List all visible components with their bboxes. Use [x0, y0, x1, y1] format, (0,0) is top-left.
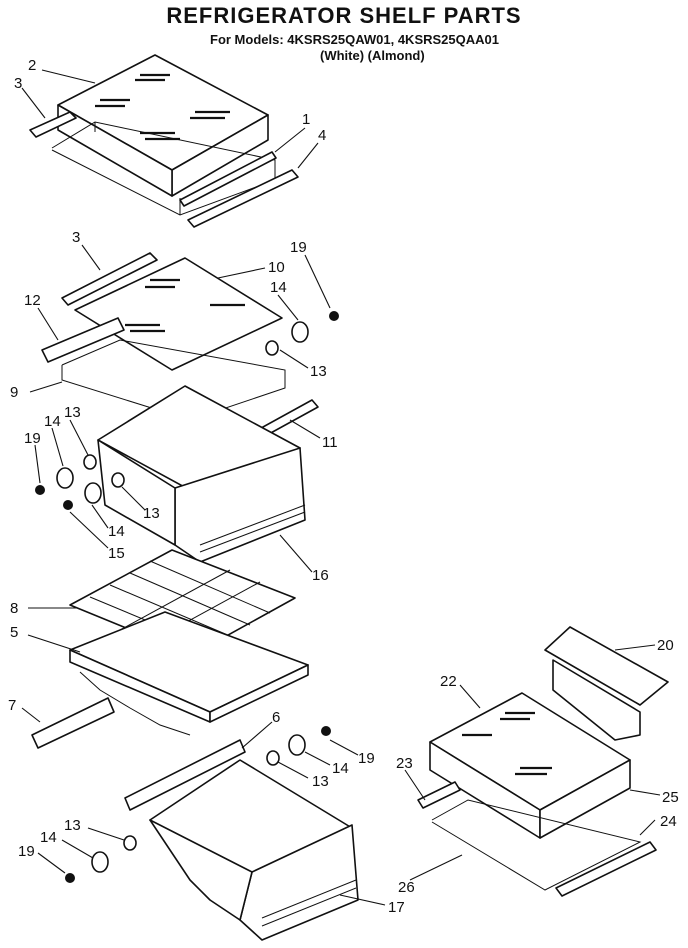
trim-strip-left-top — [29, 111, 77, 138]
glass-10-glare-marks — [125, 278, 245, 333]
axle-13-upper — [83, 454, 97, 470]
callout-12: 12 — [24, 292, 41, 309]
trim-strip-1 — [179, 151, 277, 207]
screw-15 — [63, 500, 73, 510]
callout-14-bottom-right: 14 — [332, 760, 349, 777]
callout-15: 15 — [108, 545, 125, 562]
axle-13-bottom-right — [266, 750, 280, 766]
shelf-frame-9 — [61, 339, 286, 421]
callout-13-bottom-left: 13 — [64, 817, 81, 834]
tray-5-supports — [79, 671, 191, 736]
screw-19-bottom-left — [65, 873, 75, 883]
colors-line: (White) (Almond) — [320, 48, 425, 63]
screw-19-upper — [35, 485, 45, 495]
shelf-frame-26 — [431, 799, 642, 891]
tray-5 — [69, 611, 309, 736]
screw-19-right — [329, 311, 339, 321]
glass-shelf-10 — [74, 257, 283, 371]
callout-14-lower: 14 — [108, 523, 125, 540]
left-hardware — [35, 311, 339, 510]
trim-strip-3-middle — [61, 252, 158, 306]
rail-12 — [41, 317, 125, 363]
callout-14-left: 14 — [44, 413, 61, 430]
callout-labels: 2 3 1 4 3 10 19 14 12 13 9 11 13 14 19 1… — [8, 57, 679, 916]
callout-3-middle: 3 — [72, 229, 80, 246]
callout-13-lower: 13 — [143, 505, 160, 522]
glass-22-glare-marks — [462, 711, 552, 776]
callout-24: 24 — [660, 813, 677, 830]
callout-22: 22 — [440, 673, 457, 690]
callout-7: 7 — [8, 697, 16, 714]
callout-9: 9 — [10, 384, 18, 401]
callout-25: 25 — [662, 789, 679, 806]
callout-6: 6 — [272, 709, 280, 726]
roller-14-bottom-left — [91, 851, 109, 873]
models-line: For Models: 4KSRS25QAW01, 4KSRS25QAA01 — [210, 32, 499, 47]
bin-20 — [544, 626, 669, 741]
roller-14-right — [291, 321, 309, 343]
callout-11: 11 — [322, 434, 338, 451]
callout-26: 26 — [398, 879, 415, 896]
drawer-17 — [124, 739, 359, 941]
rail-7 — [31, 697, 115, 749]
callout-13-left: 13 — [64, 404, 81, 421]
roller-14-bottom-right — [288, 734, 306, 756]
axle-13-lower — [111, 472, 125, 488]
axle-13-bottom-left — [123, 835, 137, 851]
callout-23: 23 — [396, 755, 413, 772]
crisper-16-side — [97, 439, 176, 546]
rail-6 — [124, 739, 246, 811]
trim-strip-23 — [417, 781, 461, 809]
callout-19-bottom-left: 19 — [18, 843, 35, 860]
screw-19-bottom-right — [321, 726, 331, 736]
bottom-hardware — [65, 726, 331, 883]
callout-1: 1 — [302, 111, 310, 128]
tray-5-side — [209, 664, 309, 723]
glass-glare-marks — [95, 73, 230, 141]
bin-20-rim — [544, 626, 669, 706]
callout-14-top: 14 — [270, 279, 287, 296]
callout-16: 16 — [312, 567, 329, 584]
callout-8: 8 — [10, 600, 18, 617]
callout-13-top: 13 — [310, 363, 327, 380]
roller-14-upper — [56, 467, 74, 489]
page-title: REFRIGERATOR SHELF PARTS — [166, 3, 522, 28]
axle-13-right — [265, 340, 279, 356]
bin-20-body — [552, 659, 641, 741]
callout-19-top: 19 — [290, 239, 307, 256]
callout-10: 10 — [268, 259, 285, 276]
crisper-drawer-16 — [97, 385, 306, 563]
callout-14-bottom-left: 14 — [40, 829, 57, 846]
callout-17: 17 — [388, 899, 405, 916]
callout-19-bottom-right: 19 — [358, 750, 375, 767]
tray-5-outline — [69, 611, 309, 713]
callout-2: 2 — [28, 57, 36, 74]
callout-20: 20 — [657, 637, 674, 654]
leader-lines — [21, 69, 661, 906]
callout-19-left: 19 — [24, 430, 41, 447]
drawer-17-side — [149, 819, 253, 921]
roller-14-lower — [84, 482, 102, 504]
top-shelf-assembly — [29, 54, 299, 228]
callout-13-bottom-right: 13 — [312, 773, 329, 790]
shelf-22-assembly — [417, 692, 657, 897]
top-shelf-frame — [51, 121, 276, 216]
glass-shelf-22-side — [539, 759, 631, 839]
callout-3-top: 3 — [14, 75, 22, 92]
trim-strip-4 — [187, 169, 299, 228]
callout-4: 4 — [318, 127, 326, 144]
trim-strip-24 — [555, 841, 657, 897]
callout-5: 5 — [10, 624, 18, 641]
